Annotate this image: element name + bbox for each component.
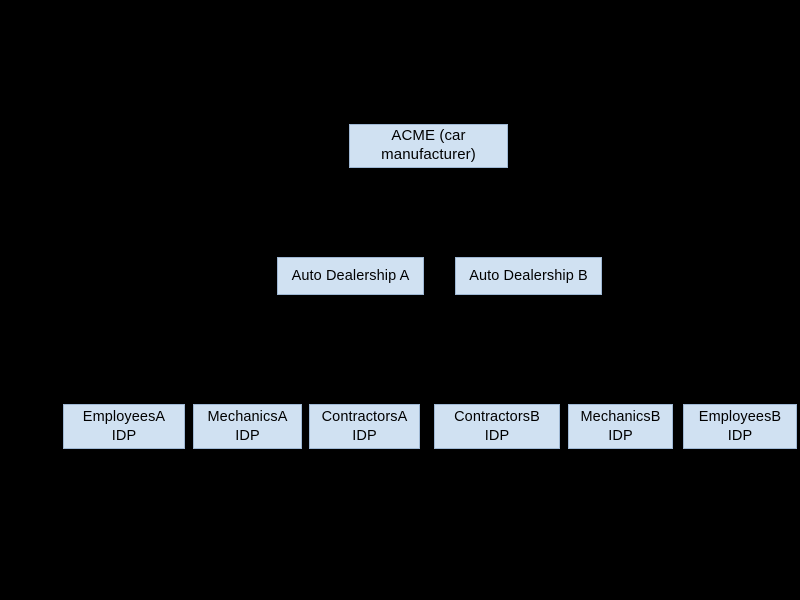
node-acme[interactable]: ACME (car manufacturer) — [349, 124, 508, 168]
node-contractorsb-idp[interactable]: ContractorsB IDP — [434, 404, 560, 449]
node-mechanicsb-idp[interactable]: MechanicsB IDP — [568, 404, 673, 449]
node-auto-dealership-b[interactable]: Auto Dealership B — [455, 257, 602, 295]
node-contractorsa-idp[interactable]: ContractorsA IDP — [309, 404, 420, 449]
node-mechanicsa-idp[interactable]: MechanicsA IDP — [193, 404, 302, 449]
node-auto-dealership-a[interactable]: Auto Dealership A — [277, 257, 424, 295]
node-employeesa-idp[interactable]: EmployeesA IDP — [63, 404, 185, 449]
node-employeesb-idp[interactable]: EmployeesB IDP — [683, 404, 797, 449]
